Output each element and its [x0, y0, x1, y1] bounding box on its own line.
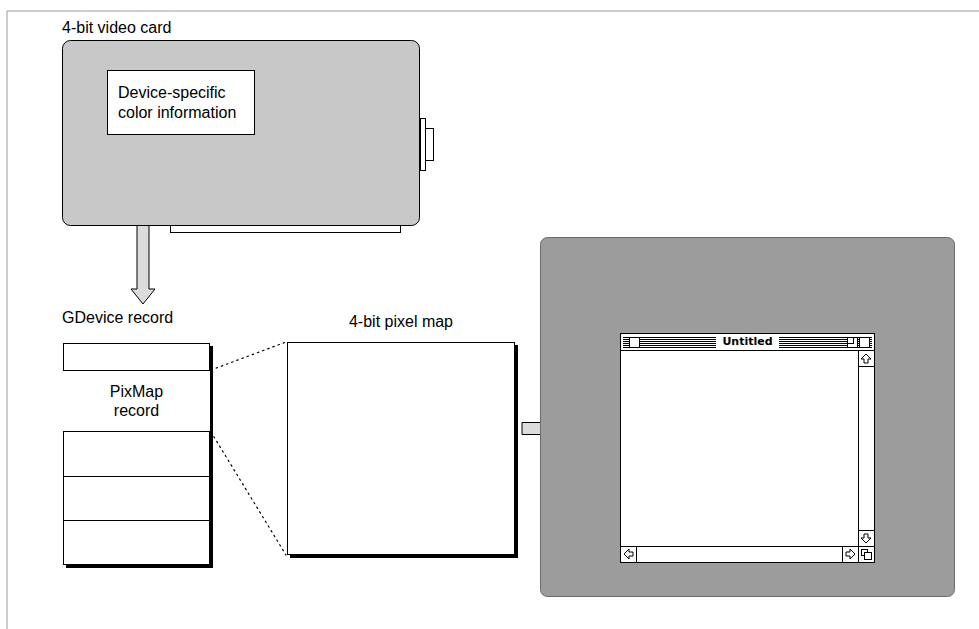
hollow-arrow: [131, 139, 155, 304]
left-arrow-rule: [636, 547, 637, 562]
field-name: PixMap record: [97, 382, 177, 420]
title-rule: [621, 350, 874, 351]
left-arrow: [624, 549, 633, 559]
port-connector: [426, 129, 434, 161]
down-arrow-rule: [859, 530, 874, 531]
box-text: Device-specific color information: [118, 83, 244, 123]
window-chrome: [621, 334, 874, 562]
card-body: [63, 41, 420, 226]
video-card: 4-bit video cardDevice-specific color in…: [62, 18, 437, 236]
down-arrow: [861, 534, 871, 543]
right-arrow: [846, 549, 855, 559]
pixmap-frame: [287, 342, 515, 555]
vscroll-edge: [858, 351, 859, 562]
zoom-box: [848, 338, 858, 348]
card-edge-tab: [171, 219, 401, 233]
window: Untitled: [620, 333, 875, 563]
close-box: [630, 338, 640, 348]
collapse-box: [860, 338, 870, 348]
record-label: GDevice record: [62, 308, 173, 327]
record-field: PixMap record: [63, 370, 210, 432]
pixmap-label: 4-bit pixel map: [287, 312, 515, 331]
page-frame: [7, 11, 979, 629]
dotted-leader: [211, 342, 286, 370]
pixel-map: 4-bit pixel map: [287, 312, 521, 558]
port-plate: [421, 119, 426, 171]
title-bar: Untitled: [621, 334, 874, 350]
hollow-arrow: [522, 417, 600, 441]
info-box: Device-specific color information: [107, 70, 255, 135]
monitor-screen: [541, 238, 955, 597]
record-table: GDevice recordPixMap record: [62, 308, 222, 570]
grow-box-a: [862, 550, 868, 556]
zoom-inner: [848, 338, 854, 344]
dotted-leader: [211, 432, 286, 555]
hscroll-edge: [621, 546, 874, 547]
window-title: Untitled: [716, 335, 778, 349]
grow-box-b: [865, 553, 872, 560]
row-divider: [64, 520, 209, 521]
card-label: 4-bit video card: [62, 18, 171, 37]
row-divider: [64, 476, 209, 477]
up-arrow: [861, 354, 871, 363]
right-arrow-rule: [842, 547, 843, 562]
up-arrow-rule: [859, 366, 874, 367]
